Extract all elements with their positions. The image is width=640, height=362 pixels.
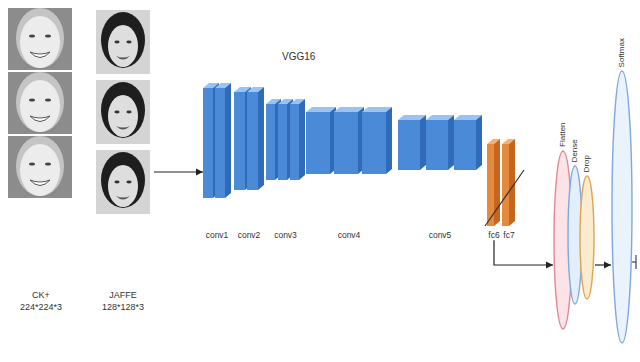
drawing-part — [225, 83, 231, 198]
drawing-part — [580, 176, 594, 299]
layer-ellipse-shape — [579, 175, 595, 300]
drawing-part — [290, 104, 299, 180]
drawing-part — [509, 139, 515, 226]
face-image — [8, 72, 72, 134]
layer-label: Dense — [571, 138, 580, 162]
dataset-label: CK+ 224*224*3 — [16, 290, 66, 313]
layer-slabs — [234, 87, 264, 190]
face-image — [96, 150, 150, 214]
conv-block: conv2 — [234, 87, 264, 240]
layer-slabs — [398, 115, 482, 170]
face-image — [8, 8, 72, 70]
drawing-part — [299, 99, 305, 180]
dataset-images: CK+ 224*224*3 — [6, 6, 76, 313]
drawing-part — [386, 107, 392, 174]
flow-arrow — [154, 171, 203, 172]
layer-label: conv2 — [238, 231, 261, 240]
layer-ellipse: Softmax — [611, 37, 633, 344]
layer-label: Flatten — [559, 122, 568, 147]
layer-label: conv4 — [338, 231, 361, 240]
drawing-part — [203, 88, 213, 198]
drawing-part — [306, 112, 330, 174]
layer-label: conv3 — [274, 231, 297, 240]
layer-label: conv1 — [206, 231, 229, 240]
drawing-part — [502, 144, 509, 226]
layer-label: fc6 — [488, 231, 499, 240]
fc-layer: fc6 — [487, 139, 501, 240]
layer-slabs — [266, 99, 305, 180]
network-name: VGG16 — [282, 46, 315, 64]
layer-label: conv5 — [429, 231, 452, 240]
drawing-part — [448, 115, 454, 170]
conv-block: conv3 — [266, 99, 305, 240]
drawing-part — [612, 71, 632, 343]
output-symbol — [632, 255, 636, 269]
layer-label: Drop — [583, 154, 592, 172]
drawing-part — [258, 87, 264, 190]
fc-layer: fc7 — [502, 139, 516, 240]
layer-ellipse: Drop — [579, 154, 595, 300]
drawing-part — [635, 255, 636, 269]
flow-arrow — [595, 264, 611, 265]
drawing-part — [485, 170, 524, 226]
conv-block: conv4 — [306, 107, 392, 240]
layer-slabs — [203, 83, 231, 198]
drawing-part — [334, 112, 358, 174]
network-name: VGG16 — [282, 51, 315, 62]
layer-slabs — [502, 139, 515, 226]
drawing-part — [362, 112, 386, 174]
layer-label: fc7 — [503, 231, 514, 240]
drawing-part — [215, 88, 225, 198]
drawing-part — [398, 120, 420, 170]
dataset-label: JAFFE 128*128*3 — [98, 290, 148, 313]
drawing-part — [420, 115, 426, 170]
face-image — [8, 136, 72, 198]
conv-block: conv1 — [203, 83, 231, 240]
flow-arrow — [494, 240, 553, 265]
face-image — [96, 10, 150, 74]
drawing-part — [494, 139, 500, 226]
conv-block: conv5 — [398, 115, 482, 240]
drawing-part — [476, 115, 482, 170]
layer-ellipse-shape — [611, 70, 633, 344]
face-image — [96, 80, 150, 144]
layer-slabs — [306, 107, 392, 174]
dataset-images: JAFFE 128*128*3 — [92, 8, 154, 313]
drawing-part — [266, 104, 275, 180]
drawing-part — [247, 92, 258, 190]
drawing-part — [426, 120, 448, 170]
drawing-part — [278, 104, 287, 180]
layer-label: Softmax — [618, 37, 627, 67]
drawing-part — [234, 92, 245, 190]
drawing-part — [454, 120, 476, 170]
